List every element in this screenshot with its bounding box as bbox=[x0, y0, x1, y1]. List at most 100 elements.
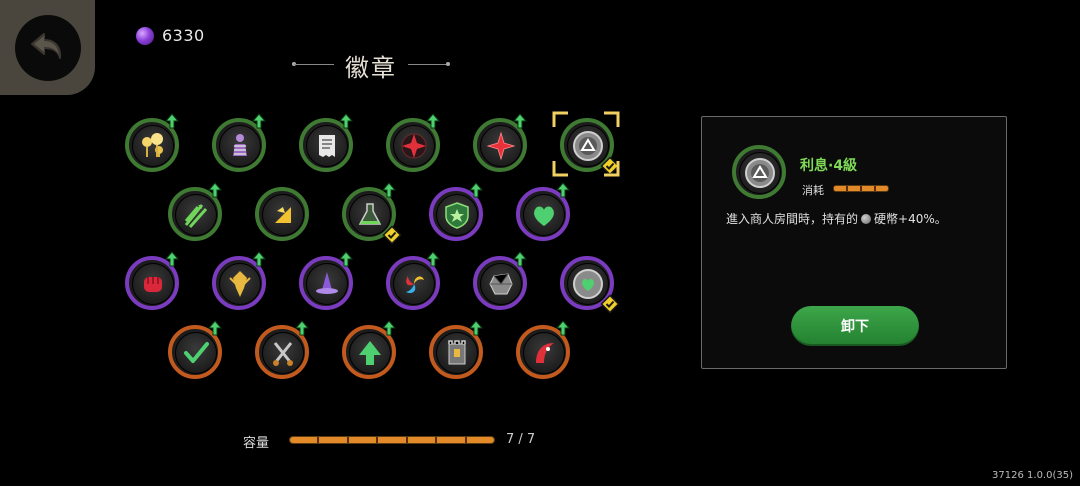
coin-heart-icon bbox=[573, 269, 603, 299]
back-button-circle bbox=[14, 14, 81, 81]
badge-detail-panel: 利息·4級 消耗 進入商人房間時，持有的 硬幣+40%。 卸下 bbox=[701, 116, 1007, 369]
capacity-segment bbox=[437, 437, 467, 443]
red-star-icon bbox=[486, 131, 516, 161]
green-arrows-icon bbox=[184, 204, 208, 228]
badge-slot-potion-flask[interactable] bbox=[342, 182, 402, 245]
badge-core bbox=[306, 263, 348, 305]
currency-display: 6330 bbox=[136, 26, 205, 45]
badge-core bbox=[567, 125, 609, 167]
purple-gem-icon bbox=[136, 26, 154, 45]
title-divider bbox=[294, 64, 334, 65]
badge-core bbox=[306, 125, 348, 167]
badge-slot-golden-crest[interactable] bbox=[212, 251, 267, 310]
upgrade-arrow-icon bbox=[338, 251, 354, 267]
capacity-segment bbox=[290, 437, 320, 443]
badge-core bbox=[349, 194, 391, 236]
red-horn-icon bbox=[536, 343, 554, 363]
capacity-segment bbox=[408, 437, 438, 443]
capacity-value: 7 / 7 bbox=[506, 432, 536, 447]
pawn-icon bbox=[233, 134, 247, 156]
badge-slot-tower[interactable] bbox=[429, 320, 484, 379]
badge-core bbox=[393, 125, 435, 167]
badge-core bbox=[480, 263, 522, 305]
badge-slot-heart[interactable] bbox=[516, 182, 571, 241]
badge-core bbox=[132, 263, 174, 305]
badge-slot-tricolor-swirl[interactable] bbox=[386, 251, 441, 310]
badge-core bbox=[132, 125, 174, 167]
cost-segment bbox=[862, 186, 876, 191]
badge-core bbox=[523, 332, 565, 374]
upgrade-arrow-icon bbox=[468, 182, 484, 198]
badge-slot-coin-triangle[interactable] bbox=[560, 118, 620, 176]
spores-icon bbox=[142, 133, 163, 157]
tower-icon bbox=[448, 340, 466, 365]
back-button[interactable] bbox=[0, 0, 95, 95]
badge-core bbox=[262, 194, 304, 236]
upgrade-arrow-icon bbox=[555, 320, 571, 336]
coin-icon bbox=[861, 213, 872, 224]
upgrade-arrow-icon bbox=[164, 113, 180, 129]
badge-core bbox=[567, 263, 609, 305]
badge-slot-coin-heart[interactable] bbox=[560, 256, 620, 314]
tricolor-swirl-icon bbox=[406, 276, 424, 294]
badge-description: 進入商人房間時，持有的 硬幣+40%。 bbox=[726, 210, 947, 227]
capacity-segment bbox=[467, 437, 494, 443]
badge-slot-witch-hat[interactable] bbox=[299, 251, 354, 310]
badge-slot-spores[interactable] bbox=[125, 113, 180, 172]
upgrade-arrow-icon bbox=[512, 251, 528, 267]
badge-slot-fist[interactable] bbox=[125, 251, 180, 310]
upgrade-arrow-icon bbox=[512, 113, 528, 129]
shield-icon bbox=[445, 202, 469, 229]
badge-core bbox=[349, 332, 391, 374]
badge-slot-stone[interactable] bbox=[473, 251, 528, 310]
badge-slot-receipt[interactable] bbox=[299, 113, 354, 172]
coin-triangle-icon bbox=[745, 158, 775, 188]
badge-slot-scissors[interactable] bbox=[255, 320, 310, 379]
badge-core bbox=[523, 194, 565, 236]
upgrade-arrow-icon bbox=[381, 182, 397, 198]
upgrade-arrow-icon bbox=[425, 251, 441, 267]
upgrade-arrow-icon bbox=[207, 182, 223, 198]
heart-icon bbox=[534, 206, 554, 226]
badge-slot-red-horn[interactable] bbox=[516, 320, 571, 379]
badge-slot-red-star-compass[interactable] bbox=[386, 113, 441, 172]
description-text: 硬幣+40%。 bbox=[874, 212, 947, 226]
version-label: 37126 1.0.0(35) bbox=[992, 470, 1073, 481]
receipt-icon bbox=[319, 135, 335, 157]
badge-core bbox=[739, 152, 781, 194]
title-divider bbox=[408, 64, 448, 65]
upgrade-arrow-icon bbox=[164, 251, 180, 267]
badge-slot-shield[interactable] bbox=[429, 182, 484, 241]
upgrade-arrow-icon bbox=[207, 320, 223, 336]
unequip-button[interactable]: 卸下 bbox=[791, 306, 919, 346]
cost-segment bbox=[848, 186, 862, 191]
badge-slot-green-arrows[interactable] bbox=[168, 182, 223, 241]
capacity-segment bbox=[319, 437, 349, 443]
badge-core bbox=[480, 125, 522, 167]
equipped-check-icon bbox=[600, 156, 620, 176]
red-star-compass-icon bbox=[401, 133, 427, 159]
upgrade-arrow-icon bbox=[555, 182, 571, 198]
fist-icon bbox=[144, 277, 162, 292]
badge-slot-green-arrow-up[interactable] bbox=[342, 320, 397, 379]
badge-slot-red-star[interactable] bbox=[473, 113, 528, 172]
cost-segment bbox=[834, 186, 848, 191]
upgrade-arrow-icon bbox=[251, 113, 267, 129]
equipped-check-icon bbox=[600, 294, 620, 314]
upgrade-arrow-icon bbox=[468, 320, 484, 336]
upgrade-arrow-icon bbox=[425, 113, 441, 129]
yellow-burst-icon bbox=[275, 207, 291, 223]
checkmark-icon bbox=[184, 342, 209, 363]
currency-value: 6330 bbox=[162, 26, 205, 45]
badge-core bbox=[393, 263, 435, 305]
badge-slot-yellow-burst[interactable] bbox=[255, 187, 309, 241]
upgrade-arrow-icon bbox=[251, 251, 267, 267]
upgrade-arrow-icon bbox=[381, 320, 397, 336]
equipped-check-icon bbox=[382, 225, 402, 245]
badge-slot-pawn[interactable] bbox=[212, 113, 267, 172]
back-arrow-icon bbox=[30, 32, 61, 59]
witch-hat-icon bbox=[316, 272, 338, 294]
badge-slot-checkmark[interactable] bbox=[168, 320, 223, 379]
page-title: 徽章 bbox=[345, 53, 397, 82]
golden-crest-icon bbox=[229, 271, 251, 297]
